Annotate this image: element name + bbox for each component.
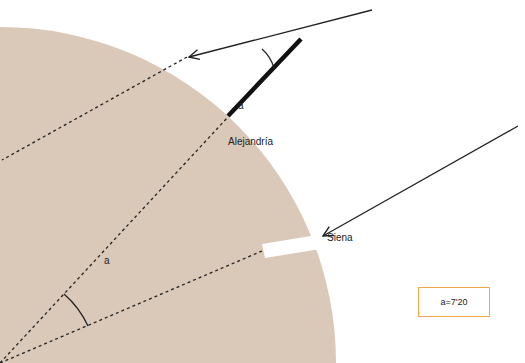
place-label: Alejandría	[228, 136, 273, 147]
sun-ray	[189, 10, 372, 57]
siena-well	[262, 235, 320, 258]
angle-arc	[64, 294, 88, 326]
angle-label: a	[238, 100, 244, 111]
value-text: a=7'20	[441, 297, 468, 307]
gnomon-stick	[228, 39, 301, 116]
angle-arc	[262, 49, 274, 68]
shadow-line	[2, 57, 187, 160]
radius-siena	[0, 251, 262, 363]
radius-alexandria	[0, 117, 228, 363]
sun-ray	[323, 126, 518, 236]
angle-label: a	[104, 255, 110, 266]
place-label: Siena	[327, 232, 353, 243]
value-box: a=7'20	[418, 287, 490, 317]
earth-sector	[0, 27, 336, 363]
